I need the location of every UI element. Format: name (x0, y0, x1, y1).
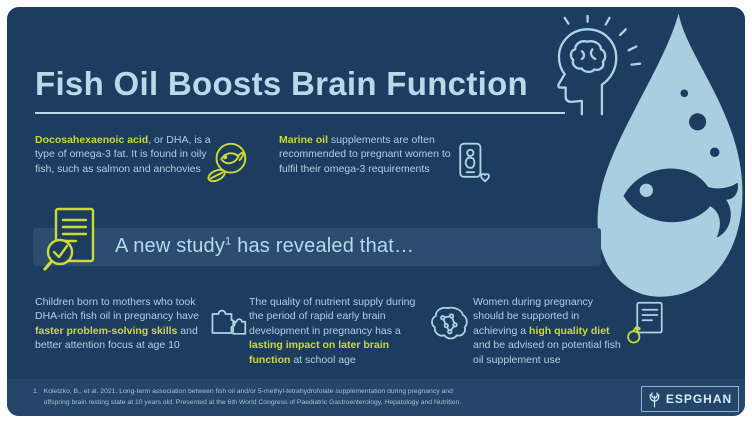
finding-problem-solving: Children born to mothers who took DHA-ri… (35, 295, 207, 353)
footnote-number: 1. (33, 388, 39, 395)
footer-band (7, 379, 745, 416)
fact-dha-text: , or DHA, is a type of omega-3 fat. It i… (35, 134, 211, 175)
finding-1-highlight: faster problem-solving skills (35, 324, 178, 337)
finding-3-highlight: high quality diet (529, 324, 610, 337)
fact-dha-highlight: Docosahexaenoic acid (35, 134, 149, 146)
finding-3-pre: Women during pregnancy should be support… (473, 296, 594, 337)
study-banner-text: A new study1 has revealed that… (115, 235, 414, 258)
fact-marine-oil-highlight: Marine oil (279, 134, 329, 146)
fish-oil-capsule-icon (205, 139, 253, 187)
document-magnifier-icon (43, 205, 99, 275)
finding-2-post: at school age (290, 353, 356, 366)
finding-1-post: and better attention focus at age 10 (35, 324, 198, 352)
fact-dha: Docosahexaenoic acid, or DHA, is a type … (35, 133, 211, 176)
book-apple-icon (625, 299, 667, 345)
study-banner-sup: 1 (225, 235, 232, 248)
finding-3-post: and be advised on potential fish oil sup… (473, 339, 621, 366)
finding-1-pre: Children born to mothers who took DHA-ri… (35, 296, 199, 323)
puzzle-icon (209, 301, 247, 339)
fact-marine-oil: Marine oil supplements are often recomme… (279, 133, 455, 176)
espghan-tree-icon (648, 391, 661, 408)
title-underline (35, 112, 565, 114)
study-banner-band (33, 228, 601, 266)
infographic-board: Fish Oil Boosts Brain Function Docosahex… (7, 7, 745, 416)
pregnant-woman-phone-icon (451, 139, 497, 187)
espghan-logo-text: ESPGHAN (665, 392, 733, 406)
finding-diet: Women during pregnancy should be support… (473, 295, 625, 367)
study-banner-suffix: has revealed that… (231, 235, 415, 257)
water-droplet-fish-art (595, 7, 745, 307)
finding-2-pre: The quality of nutrient supply during th… (249, 296, 416, 337)
study-banner-prefix: A new study (115, 235, 226, 257)
finding-brain-function: The quality of nutrient supply during th… (249, 295, 427, 367)
page-title: Fish Oil Boosts Brain Function (35, 65, 529, 102)
fish-eye (639, 183, 653, 197)
footnote: 1. Koletzko, B., et al. 2021. Long-term … (33, 387, 473, 408)
finding-2-highlight: lasting impact on later brain function (249, 339, 390, 366)
head-brain-icon (537, 14, 642, 120)
footnote-text: Koletzko, B., et al. 2021. Long-term ass… (43, 388, 462, 406)
espghan-logo: ESPGHAN (641, 386, 739, 412)
brain-circuit-icon (427, 303, 469, 343)
fact-marine-oil-text: supplements are often recommended to pre… (279, 134, 451, 175)
